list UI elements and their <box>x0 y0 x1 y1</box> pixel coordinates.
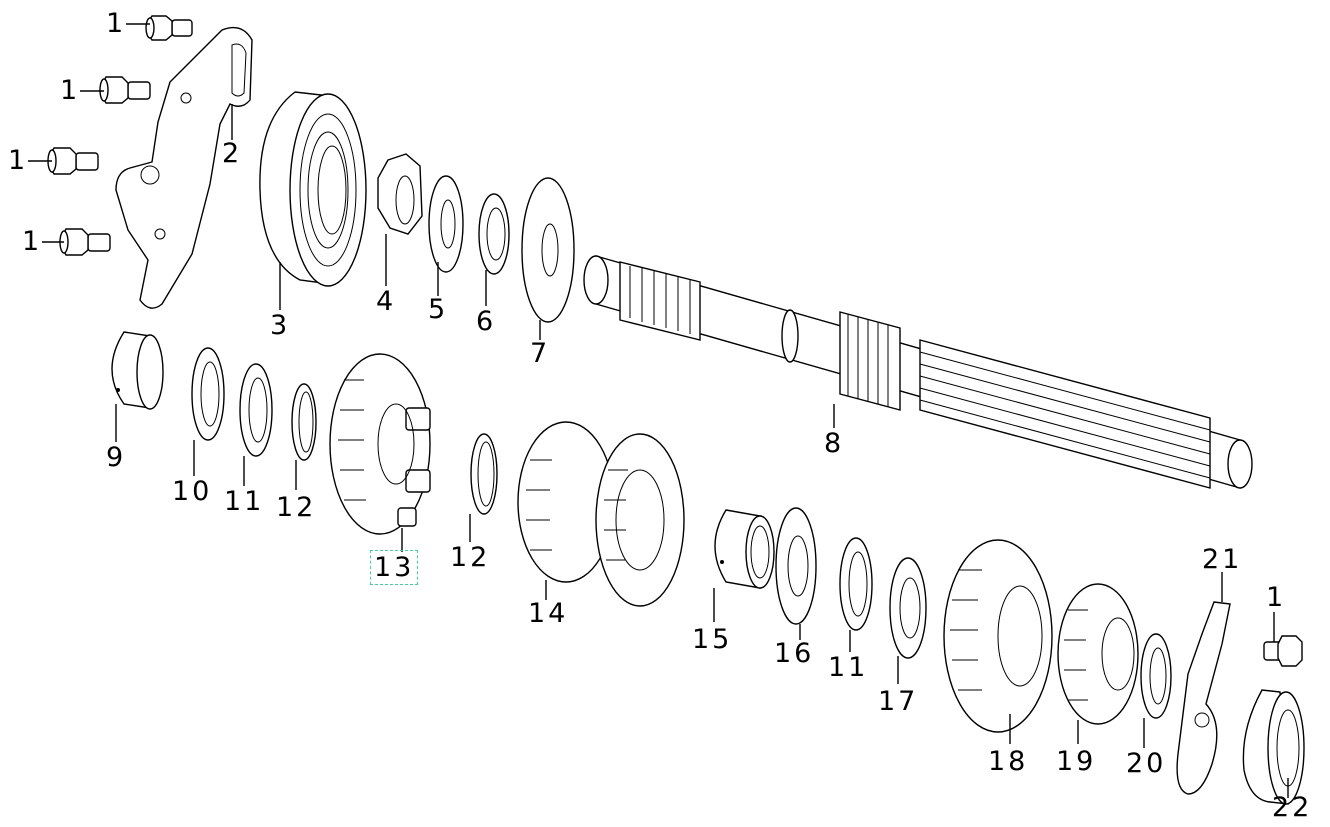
callout-11[interactable]: 11 <box>224 486 265 517</box>
flange-bolt-icon <box>47 147 99 175</box>
callout-12[interactable]: 12 <box>276 492 317 523</box>
callout-9[interactable]: 9 <box>106 442 127 473</box>
callout-2[interactable]: 2 <box>222 138 243 169</box>
circlip-icon <box>291 383 317 461</box>
callout-20[interactable]: 20 <box>1126 748 1167 779</box>
flange-bolt-icon <box>145 15 193 41</box>
ball-bearing-icon <box>259 91 367 287</box>
callout-1[interactable]: 1 <box>106 8 127 39</box>
main-shaft-icon <box>583 255 1253 489</box>
flange-bolt-icon <box>1263 635 1303 667</box>
callout-18[interactable]: 18 <box>988 746 1029 777</box>
callout-14[interactable]: 14 <box>528 598 569 629</box>
splined-washer-icon <box>775 507 817 625</box>
flange-bolt-icon <box>59 228 111 256</box>
callout-22[interactable]: 22 <box>1272 792 1313 823</box>
leader-lines <box>28 23 1289 798</box>
hex-nut-icon <box>377 153 423 235</box>
callout-19[interactable]: 19 <box>1056 746 1097 777</box>
callout-4[interactable]: 4 <box>376 286 397 317</box>
callout-11[interactable]: 11 <box>828 652 869 683</box>
ball-bearing-icon <box>1242 689 1305 805</box>
double-gear-icon <box>517 421 685 607</box>
washer-icon <box>1140 633 1172 719</box>
flange-bolt-icon <box>99 76 151 104</box>
gear-icon <box>329 353 431 535</box>
callout-3[interactable]: 3 <box>270 310 291 341</box>
gear-icon <box>1057 583 1139 725</box>
callout-8[interactable]: 8 <box>824 428 845 459</box>
callout-7[interactable]: 7 <box>530 338 551 369</box>
splined-washer-icon <box>239 363 273 457</box>
callout-1[interactable]: 1 <box>22 226 43 257</box>
callout-10[interactable]: 10 <box>172 476 213 507</box>
callout-1[interactable]: 1 <box>1266 582 1287 613</box>
callout-6[interactable]: 6 <box>476 306 497 337</box>
gear-icon <box>943 539 1053 733</box>
callout-17[interactable]: 17 <box>878 686 919 717</box>
splined-washer-icon <box>839 537 873 631</box>
callout-16[interactable]: 16 <box>774 638 815 669</box>
washer-icon <box>428 175 464 273</box>
callout-13-selected[interactable]: 13 <box>369 550 419 585</box>
circlip-icon <box>470 433 498 515</box>
thrust-washer-icon <box>521 177 575 323</box>
thrust-washer-icon <box>191 347 225 441</box>
callout-1[interactable]: 1 <box>8 145 29 176</box>
callout-1[interactable]: 1 <box>60 75 81 106</box>
lock-washer-icon <box>889 557 927 659</box>
bushing-icon <box>111 331 164 410</box>
needle-bearing-icon <box>714 509 775 589</box>
callout-12[interactable]: 12 <box>450 542 491 573</box>
lock-washer-icon <box>478 193 510 275</box>
callout-5[interactable]: 5 <box>428 294 449 325</box>
callout-21[interactable]: 21 <box>1202 544 1243 575</box>
retainer-plate-icon <box>1176 601 1231 795</box>
callout-15[interactable]: 15 <box>692 624 733 655</box>
bearing-retainer-plate-icon <box>115 26 253 309</box>
